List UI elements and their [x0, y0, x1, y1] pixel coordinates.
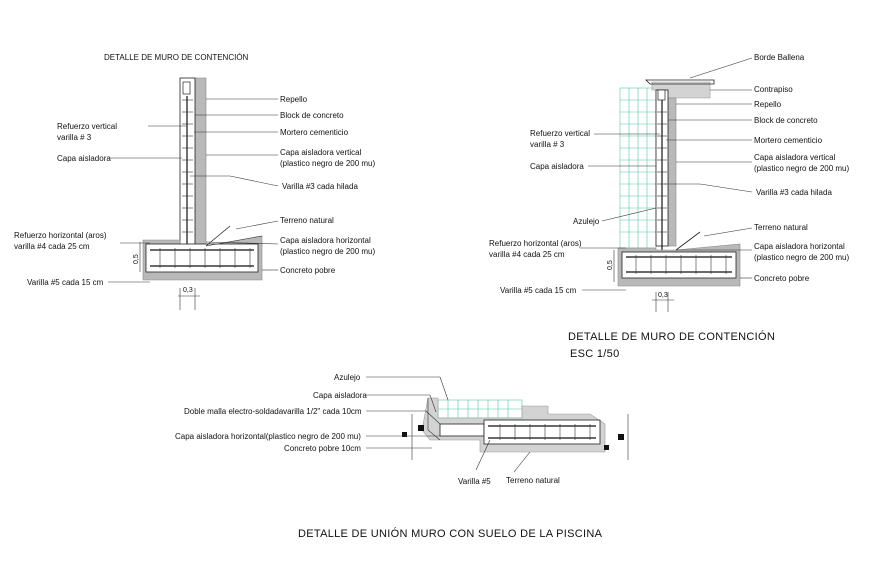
detail-b-label-contrapiso: Contrapiso	[754, 85, 793, 94]
detail-a-label-concreto: Concreto pobre	[280, 266, 336, 275]
detail-a-footing-rebar	[150, 248, 254, 268]
detail-b-label-capa-vertical-2: (plastico negro de 200 mu)	[754, 164, 850, 173]
detail-b-label-borde: Borde Ballena	[754, 53, 805, 62]
detail-b-label-capa-aisladora: Capa aisladora	[530, 162, 584, 171]
detail-b-label-varilla3: Varilla #3 cada hilada	[756, 188, 832, 197]
detail-c-label-varilla5: Varilla #5	[458, 477, 491, 486]
detail-b-footing-rebar	[626, 255, 732, 274]
detail-a-label-capa-vertical-2: (plastico negro de 200 mu)	[280, 159, 376, 168]
detail-c-tile-grid	[437, 399, 523, 419]
detail-b-label-refuerzo-vertical-1: Refuerzo vertical	[530, 129, 590, 138]
detail-c-label-doble-malla: Doble malla electro-soldadavarilla 1/2" …	[184, 407, 362, 416]
detail-c-label-capa-horizontal: Capa aisladora horizontal(plastico negro…	[175, 432, 361, 441]
detail-c-label-concreto: Concreto pobre 10cm	[284, 444, 361, 453]
detail-a-label-capa-aisladora: Capa aisladora	[57, 154, 111, 163]
detail-c-label-capa-aisladora: Capa aisladora	[313, 391, 367, 400]
detail-a-title: DETALLE DE MURO DE CONTENCIÓN	[104, 53, 249, 62]
detail-c-label-azulejo: Azulejo	[334, 373, 361, 382]
detail-b-leaders	[580, 57, 753, 291]
detail-b-label-refuerzo-vertical-2: varilla # 3	[530, 140, 565, 149]
detail-b-label-terreno: Terreno natural	[754, 223, 808, 232]
detail-b-scale: ESC 1/50	[570, 348, 619, 360]
detail-a-cap-block	[182, 81, 191, 95]
detail-b-label-concreto: Concreto pobre	[754, 274, 810, 283]
detail-a-dim-horizontal: 0,3	[183, 287, 193, 294]
detail-c-marker-3	[604, 445, 609, 450]
detail-b-dim-vertical: 0,5	[607, 260, 614, 270]
detail-b-label-azulejo: Azulejo	[573, 217, 600, 226]
detail-b-rebar-ties	[657, 111, 667, 233]
detail-b-dim-horizontal: 0,3	[658, 292, 668, 299]
detail-a-label-block: Block de concreto	[280, 111, 344, 120]
detail-b-label-capa-vertical-1: Capa aisladora vertical	[754, 153, 836, 162]
detail-b-label-capa-horizontal-1: Capa aisladora horizontal	[754, 242, 845, 251]
detail-a-label-capa-horizontal-2: (plastico negro de 200 mu)	[280, 247, 376, 256]
detail-b-label-block: Block de concreto	[754, 116, 818, 125]
detail-a-leaders	[108, 98, 279, 283]
detail-a-label-varilla5: Varilla #5 cada 15 cm	[27, 278, 104, 287]
detail-c-slab-rebar	[488, 424, 596, 440]
detail-c-slab	[483, 419, 601, 445]
detail-a-plaster	[194, 77, 207, 247]
detail-b-footing	[621, 251, 737, 279]
detail-a-label-capa-vertical-1: Capa aisladora vertical	[280, 148, 362, 157]
detail-b-terrain-line	[675, 231, 701, 251]
detail-b-cap-block	[657, 89, 666, 101]
detail-c-label-terreno: Terreno natural	[506, 476, 560, 485]
detail-a: DETALLE DE MURO DE CONTENCIÓN	[14, 53, 376, 310]
detail-a-slope	[205, 235, 263, 247]
detail-c-marker-4	[618, 434, 624, 440]
detail-a-rebar-ties	[182, 99, 193, 233]
detail-b-label-mortero: Mortero cementicio	[754, 136, 823, 145]
detail-b-label-repello: Repello	[754, 100, 782, 109]
detail-c-title: DETALLE DE UNIÓN MURO CON SUELO DE LA PI…	[298, 527, 603, 540]
detail-b-label-varilla5: Varilla #5 cada 15 cm	[500, 286, 577, 295]
detail-a-label-refuerzo-horizontal-1: Refuerzo horizontal (aros)	[14, 231, 107, 240]
detail-a-label-terreno: Terreno natural	[280, 216, 334, 225]
detail-b-label-capa-horizontal-2: (plastico negro de 200 mu)	[754, 253, 850, 262]
detail-a-label-refuerzo-horizontal-2: varilla #4 cada 25 cm	[14, 242, 90, 251]
detail-c-edge-line	[427, 398, 441, 441]
detail-a-label-repello: Repello	[280, 95, 308, 104]
detail-c-beam	[439, 423, 485, 437]
detail-a-dim-vertical: 0,5	[133, 254, 140, 264]
detail-b-borde-ballena	[645, 79, 715, 85]
detail-b-tile-grid	[619, 87, 657, 249]
detail-a-terrain-line	[205, 225, 231, 247]
detail-b: 0,5 0,3 Borde Ballena Contrapiso Re	[489, 53, 850, 360]
detail-b-label-refuerzo-horizontal-1: Refuerzo horizontal (aros)	[489, 239, 582, 248]
detail-b-label-refuerzo-horizontal-2: varilla #4 cada 25 cm	[489, 250, 565, 259]
detail-c: Azulejo Capa aisladora Doble malla elect…	[175, 373, 629, 540]
detail-a-label-varilla3: Varilla #3 cada hilada	[282, 182, 358, 191]
detail-c-marker-1	[402, 432, 407, 437]
detail-b-title: DETALLE DE MURO DE CONTENCIÓN	[568, 330, 775, 343]
detail-a-label-refuerzo-vertical-2: varilla # 3	[57, 133, 92, 142]
detail-c-leaders	[366, 376, 531, 473]
detail-a-label-mortero: Mortero cementicio	[280, 128, 349, 137]
detail-a-label-refuerzo-vertical-1: Refuerzo vertical	[57, 122, 117, 131]
detail-c-marker-2	[418, 425, 424, 431]
detail-a-footing	[145, 243, 259, 273]
detail-a-label-capa-horizontal-1: Capa aisladora horizontal	[280, 236, 371, 245]
